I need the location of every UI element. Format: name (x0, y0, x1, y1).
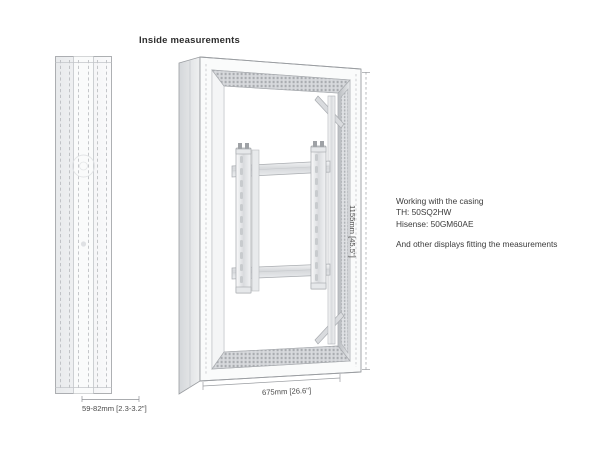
dimension-width (202, 374, 341, 390)
page-title: Inside measurements (139, 35, 240, 46)
dimension-label-depth: 59-82mm [2.3-3.2"] (82, 404, 147, 413)
side-profile-view (55, 56, 112, 394)
frame-perforation (205, 64, 357, 376)
dimension-depth (81, 396, 140, 402)
note-line-1: Working with the casing (396, 196, 484, 206)
display-mount-bracket (231, 141, 331, 294)
fastener-group-top (235, 141, 327, 155)
dimension-height (362, 72, 370, 370)
note-line-2: TH: 50SQ2HW (396, 207, 452, 218)
note-line-3: Hisense: 50GM60AE (396, 218, 474, 229)
product-notes: Working with the casing TH: 50SQ2HW Hise… (396, 196, 557, 251)
fastener-group-bottom (235, 282, 327, 294)
isometric-casing-view (178, 56, 362, 395)
note-spacer (396, 230, 557, 239)
note-line-4: And other displays fitting the measureme… (396, 239, 558, 250)
dimension-label-height: 1155mm [45.5"] (348, 205, 357, 258)
